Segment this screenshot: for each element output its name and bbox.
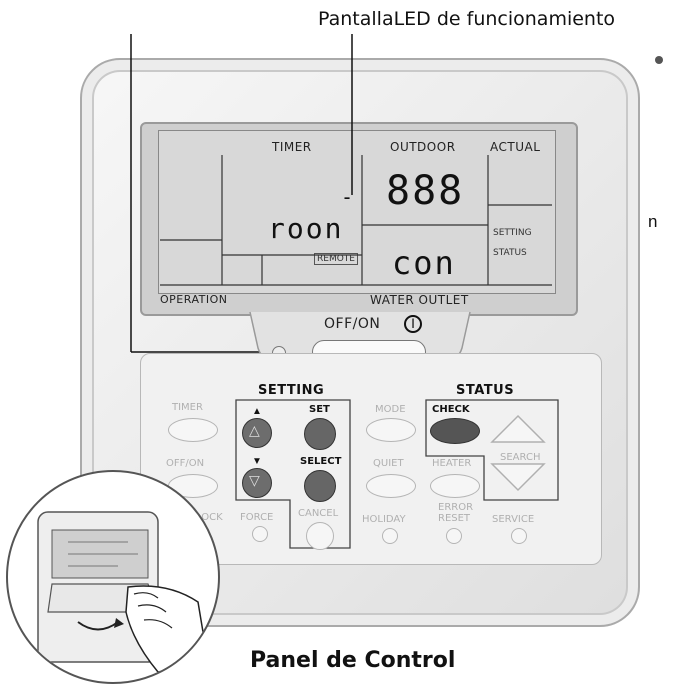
setting-group-title: SETTING <box>258 383 325 398</box>
inset-illustration <box>6 470 220 684</box>
cancel-label: CANCEL <box>298 508 339 519</box>
status-group-title: STATUS <box>456 383 515 398</box>
lcd-segment-room: roon <box>268 212 344 245</box>
timer-label: TIMER <box>172 402 203 413</box>
led-display-caption: PantallaLED de funcionamiento <box>318 8 616 30</box>
up-arrow-icon: △ <box>249 422 260 438</box>
search-arrows <box>490 414 546 492</box>
lcd-remote-indicator: REMOTE <box>314 253 358 265</box>
panel-caption: Panel de Control <box>250 648 456 673</box>
lcd-water-outlet-label: WATER OUTLET <box>370 293 469 307</box>
search-up-icon <box>490 414 546 443</box>
lcd-setting-label: SETTING <box>493 228 532 238</box>
check-label: CHECK <box>432 404 470 415</box>
holiday-button[interactable] <box>382 528 398 544</box>
lcd-segment-top: 888 <box>386 168 465 214</box>
reset-label: RESET <box>438 513 471 524</box>
temp-up-button[interactable] <box>242 418 272 448</box>
set-button[interactable] <box>304 418 336 450</box>
cancel-button[interactable] <box>306 522 334 550</box>
error-reset-button[interactable] <box>446 528 462 544</box>
edge-mark <box>655 56 663 64</box>
heater-label: HEATER <box>432 458 472 469</box>
select-button[interactable] <box>304 470 336 502</box>
service-label: SERVICE <box>492 514 535 525</box>
service-button[interactable] <box>511 528 527 544</box>
search-down-button[interactable] <box>492 462 544 492</box>
lcd-dash: - <box>341 185 354 209</box>
temp-down-button[interactable] <box>242 468 272 498</box>
timer-button[interactable] <box>168 418 218 442</box>
lock-label: LOCK <box>196 512 223 523</box>
holiday-label: HOLIDAY <box>362 514 406 525</box>
lcd-screen <box>158 130 556 294</box>
search-down-icon <box>490 463 546 492</box>
error-label: ERROR <box>438 502 474 513</box>
down-arrow-icon: ▽ <box>249 472 260 488</box>
lcd-outdoor-label: OUTDOOR <box>390 140 456 154</box>
search-label: SEARCH <box>500 452 541 463</box>
hand-opening-cover-illustration <box>37 511 209 673</box>
power-icon: | <box>404 315 422 333</box>
power-label: OFF/ON <box>324 316 381 332</box>
mode-button[interactable] <box>366 418 416 442</box>
set-label: SET <box>309 404 330 415</box>
offon-label: OFF/ON <box>166 458 205 469</box>
mode-label: MODE <box>375 404 406 415</box>
select-label: SELECT <box>300 456 342 467</box>
lcd-timer-label: TIMER <box>272 140 312 154</box>
search-up-button[interactable] <box>492 414 544 444</box>
edge-text-fragment: n <box>648 212 658 231</box>
check-button[interactable] <box>430 418 480 444</box>
lcd-actual-label: ACTUAL <box>490 140 541 154</box>
heater-button[interactable] <box>430 474 480 498</box>
quiet-label: QUIET <box>373 458 404 469</box>
control-pad <box>140 353 602 565</box>
lcd-segment-con: con <box>392 244 456 282</box>
lcd-operation-label: OPERATION <box>160 293 228 306</box>
force-button[interactable] <box>252 526 268 542</box>
force-label: FORCE <box>240 512 274 523</box>
down-triangle-icon: ▼ <box>252 456 262 467</box>
quiet-button[interactable] <box>366 474 416 498</box>
lcd-status-label: STATUS <box>493 248 527 258</box>
up-triangle-icon: ▲ <box>252 406 262 417</box>
